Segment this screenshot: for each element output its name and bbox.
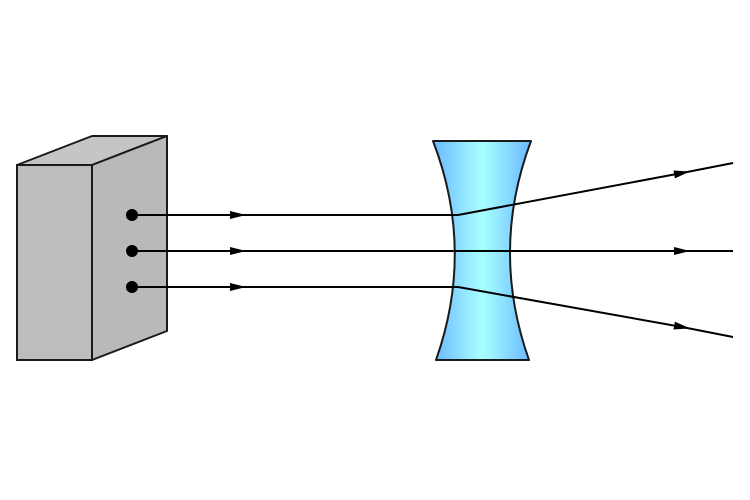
- light-source-box: [16, 135, 168, 361]
- ray-lower-refracted-2: [681, 326, 734, 338]
- box-front-face: [16, 164, 93, 361]
- ray-lower-refracted: [457, 286, 690, 330]
- ray-upper-refracted-2: [681, 162, 734, 174]
- ray-upper-refracted: [457, 170, 690, 216]
- light-rays: [132, 162, 734, 338]
